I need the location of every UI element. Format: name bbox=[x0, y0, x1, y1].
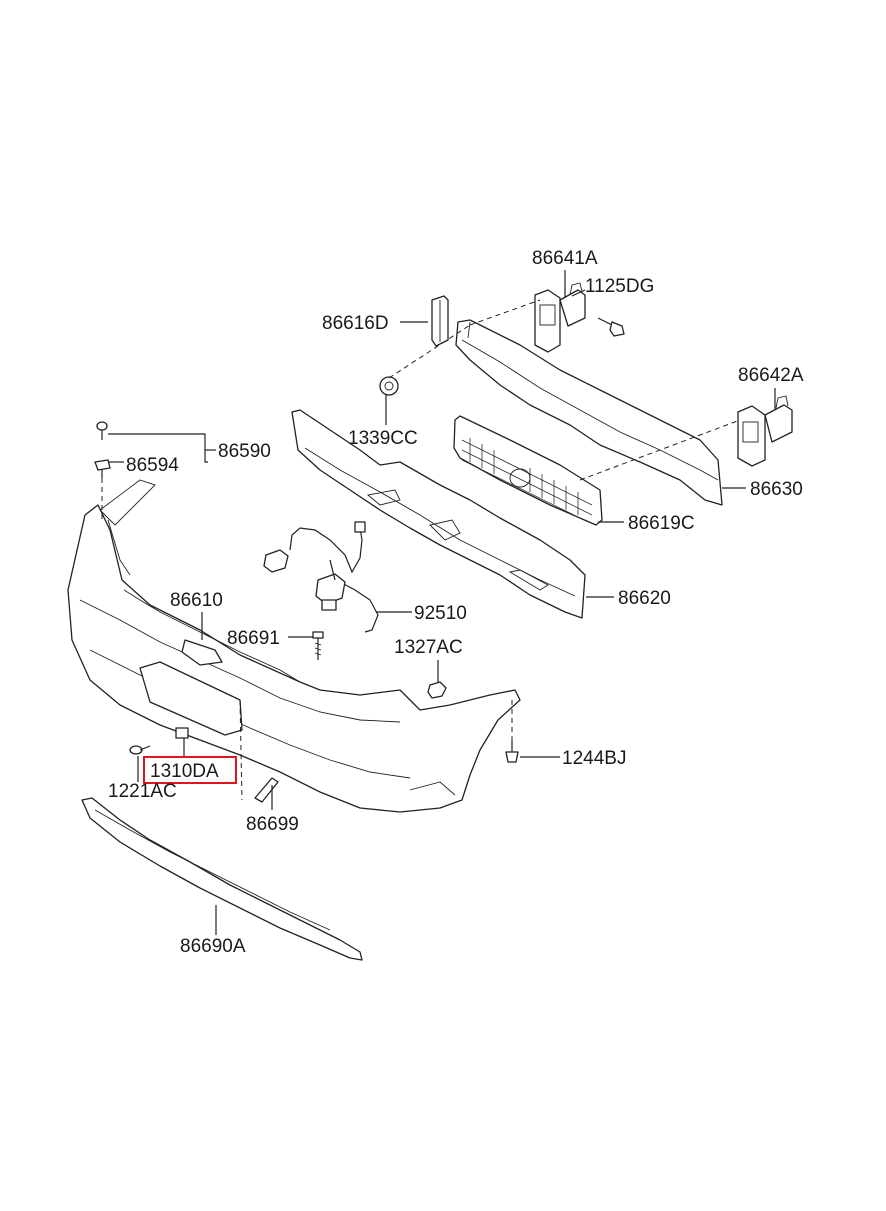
assembly-dashed-lines bbox=[101, 299, 741, 801]
leader-lines bbox=[108, 270, 776, 935]
right-bracket-drawing bbox=[737, 395, 793, 467]
svg-text:86616D: 86616D bbox=[322, 313, 389, 334]
svg-text:92510: 92510 bbox=[414, 603, 467, 624]
bolt-1125dg-drawing bbox=[597, 317, 625, 337]
callout-92510: 92510 bbox=[414, 603, 467, 624]
callout-86590: 86590 bbox=[218, 441, 271, 462]
callout-1244BJ: 1244BJ bbox=[562, 748, 626, 769]
callout-86630: 86630 bbox=[750, 479, 803, 500]
svg-text:86590: 86590 bbox=[218, 441, 271, 462]
callout-86619C: 86619C bbox=[628, 513, 695, 534]
svg-text:1339CC: 1339CC bbox=[348, 428, 418, 449]
svg-text:86619C: 86619C bbox=[628, 513, 695, 534]
svg-text:86690A: 86690A bbox=[180, 936, 246, 957]
svg-text:86620: 86620 bbox=[618, 588, 671, 609]
left-bracket-drawing bbox=[534, 282, 586, 353]
callout-1327AC: 1327AC bbox=[394, 637, 463, 658]
callout-86690A: 86690A bbox=[180, 936, 246, 957]
callout-86616D: 86616D bbox=[322, 313, 389, 334]
callout-1125DG: 1125DG bbox=[585, 276, 654, 297]
highlight-box bbox=[143, 756, 237, 784]
clip-1310da-drawing bbox=[175, 727, 189, 739]
screw-1244bj-drawing bbox=[505, 740, 519, 763]
svg-text:86594: 86594 bbox=[126, 455, 179, 476]
callout-86610: 86610 bbox=[170, 590, 223, 611]
callout-86642A: 86642A bbox=[738, 365, 804, 386]
svg-text:86642A: 86642A bbox=[738, 365, 804, 386]
screw-86691-drawing bbox=[312, 631, 324, 660]
retainer-86699-drawing bbox=[254, 777, 279, 803]
callout-1339CC: 1339CC bbox=[348, 428, 418, 449]
callout-86641A: 86641A bbox=[532, 248, 598, 269]
screw-1221ac-drawing bbox=[129, 745, 151, 755]
callout-1310DA: 1310DA bbox=[143, 756, 237, 784]
callout-86620: 86620 bbox=[618, 588, 671, 609]
lower-lip-drawing bbox=[81, 797, 363, 961]
svg-text:1125DG: 1125DG bbox=[585, 276, 654, 297]
callout-86699: 86699 bbox=[246, 814, 299, 835]
svg-text:1244BJ: 1244BJ bbox=[562, 748, 626, 769]
callout-86691: 86691 bbox=[227, 628, 280, 649]
callout-86594: 86594 bbox=[126, 455, 179, 476]
svg-text:86699: 86699 bbox=[246, 814, 299, 835]
nut-1327ac-drawing bbox=[427, 681, 447, 699]
svg-text:1310DA: 1310DA bbox=[150, 761, 219, 782]
fasteners-86590-drawing bbox=[94, 421, 111, 478]
energy-absorber-drawing bbox=[291, 409, 586, 619]
wiring-harness-drawing bbox=[263, 521, 379, 633]
svg-text:86641A: 86641A bbox=[532, 248, 598, 269]
svg-text:1221AC: 1221AC bbox=[108, 781, 177, 802]
callout-1221AC: 1221AC bbox=[108, 781, 177, 802]
rear-beam-drawing bbox=[455, 319, 723, 506]
bumper-cover-drawing bbox=[67, 479, 521, 813]
svg-text:1327AC: 1327AC bbox=[394, 637, 463, 658]
svg-text:86691: 86691 bbox=[227, 628, 280, 649]
svg-text:86630: 86630 bbox=[750, 479, 803, 500]
svg-text:86610: 86610 bbox=[170, 590, 223, 611]
nut-1339cc-drawing bbox=[379, 376, 399, 396]
bracket-86616d-drawing bbox=[431, 295, 449, 347]
